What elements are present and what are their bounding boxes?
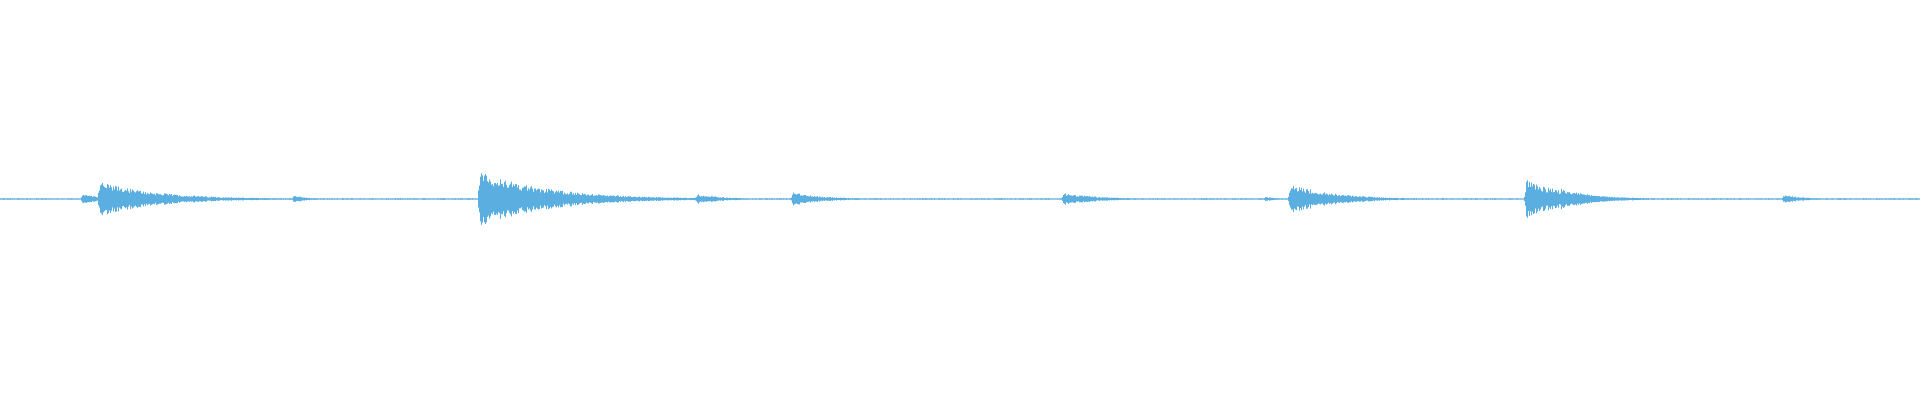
waveform-trace [0, 173, 1920, 225]
